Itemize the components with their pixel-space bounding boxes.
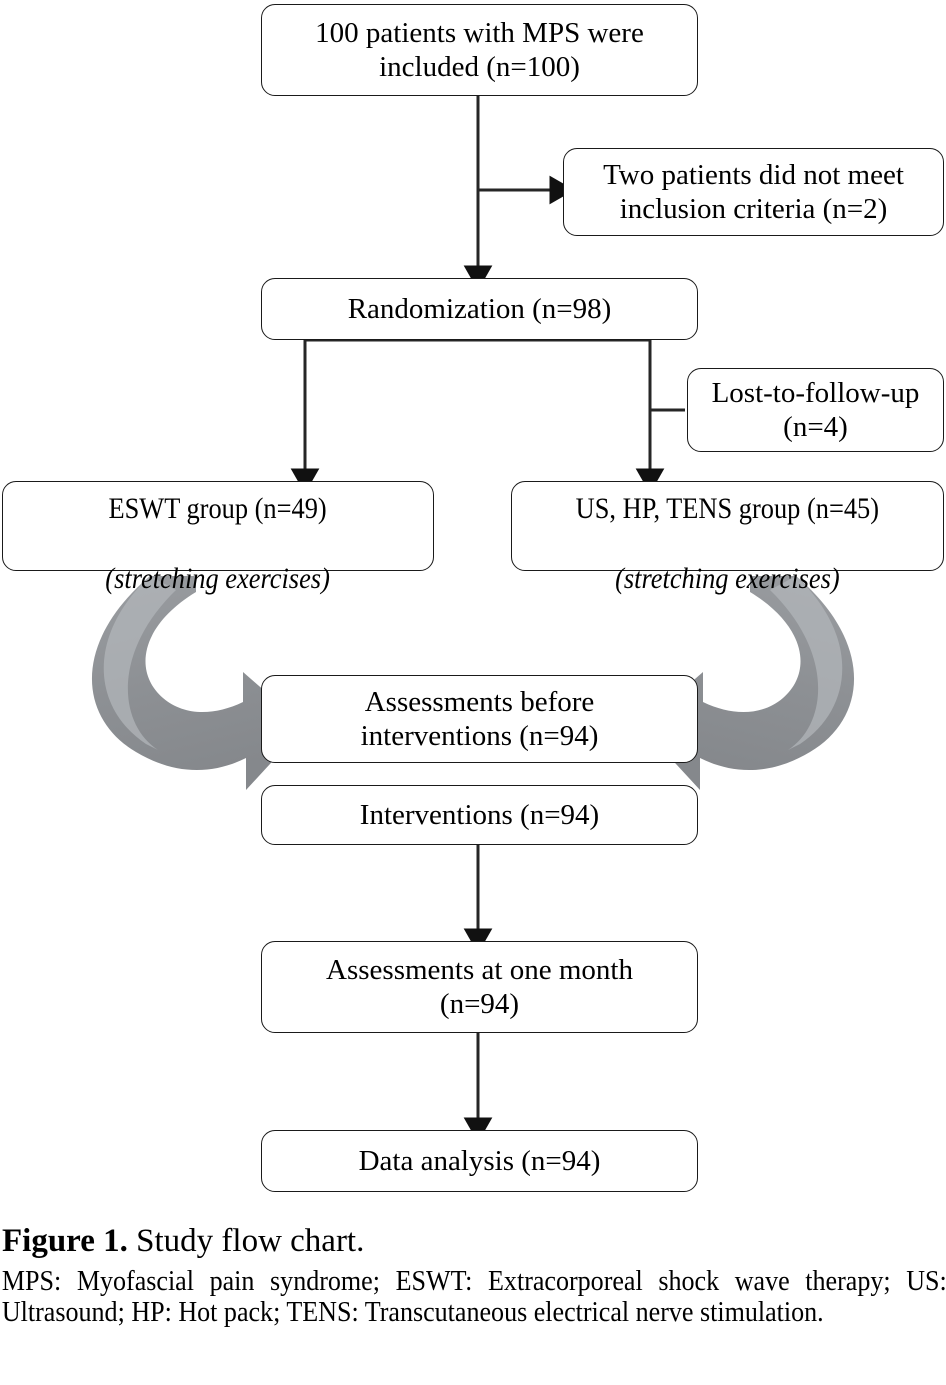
- node-data-analysis-label: Data analysis (n=94): [358, 1144, 601, 1177]
- flow-chart: 100 patients with MPS were included (n=1…: [2, 4, 944, 1192]
- curved-arrow-left: [91, 576, 305, 790]
- node-eswt-group: ESWT group (n=49) (stretching exercises): [2, 481, 434, 595]
- node-lost-to-follow-up: Lost-to-follow-up (n=4): [687, 368, 944, 452]
- node-assessments-one-month: Assessments at one month (n=94): [261, 941, 698, 1033]
- node-us-hp-tens-group-label: US, HP, TENS group (n=45): [575, 491, 880, 525]
- node-included: 100 patients with MPS were included (n=1…: [261, 4, 698, 96]
- node-excluded-label: Two patients did not meet inclusion crit…: [603, 158, 904, 225]
- figure-caption-line: Figure 1. Study flow chart.: [0, 1223, 946, 1260]
- node-interventions: Interventions (n=94): [261, 785, 698, 845]
- node-lost-to-follow-up-label: Lost-to-follow-up (n=4): [711, 376, 920, 443]
- node-eswt-group-text: ESWT group (n=49) (stretching exercises): [99, 455, 338, 597]
- node-randomization-label: Randomization (n=98): [347, 292, 612, 325]
- node-included-label: 100 patients with MPS were included (n=1…: [315, 16, 644, 83]
- node-us-hp-tens-group-text: US, HP, TENS group (n=45) (stretching ex…: [569, 455, 886, 597]
- node-eswt-group-sublabel: (stretching exercises): [105, 562, 331, 596]
- node-excluded: Two patients did not meet inclusion crit…: [563, 148, 944, 236]
- node-assessments-before: Assessments before interventions (n=94): [261, 675, 698, 763]
- node-eswt-group-label: ESWT group (n=49): [108, 491, 328, 525]
- node-us-hp-tens-group-sublabel: (stretching exercises): [615, 562, 840, 596]
- figure-caption-label: Figure 1.: [2, 1223, 128, 1259]
- figure-caption-block: Figure 1. Study flow chart. MPS: Myofasc…: [0, 1223, 946, 1328]
- node-randomization: Randomization (n=98): [261, 278, 698, 340]
- node-interventions-label: Interventions (n=94): [359, 798, 600, 831]
- node-data-analysis: Data analysis (n=94): [261, 1130, 698, 1192]
- figure-caption-text: Study flow chart.: [127, 1223, 365, 1259]
- node-us-hp-tens-group: US, HP, TENS group (n=45) (stretching ex…: [511, 481, 944, 595]
- node-assessments-one-month-label: Assessments at one month (n=94): [326, 953, 633, 1020]
- node-assessments-before-label: Assessments before interventions (n=94): [360, 685, 599, 752]
- figure-footnote: MPS: Myofascial pain syndrome; ESWT: Ext…: [1, 1265, 946, 1328]
